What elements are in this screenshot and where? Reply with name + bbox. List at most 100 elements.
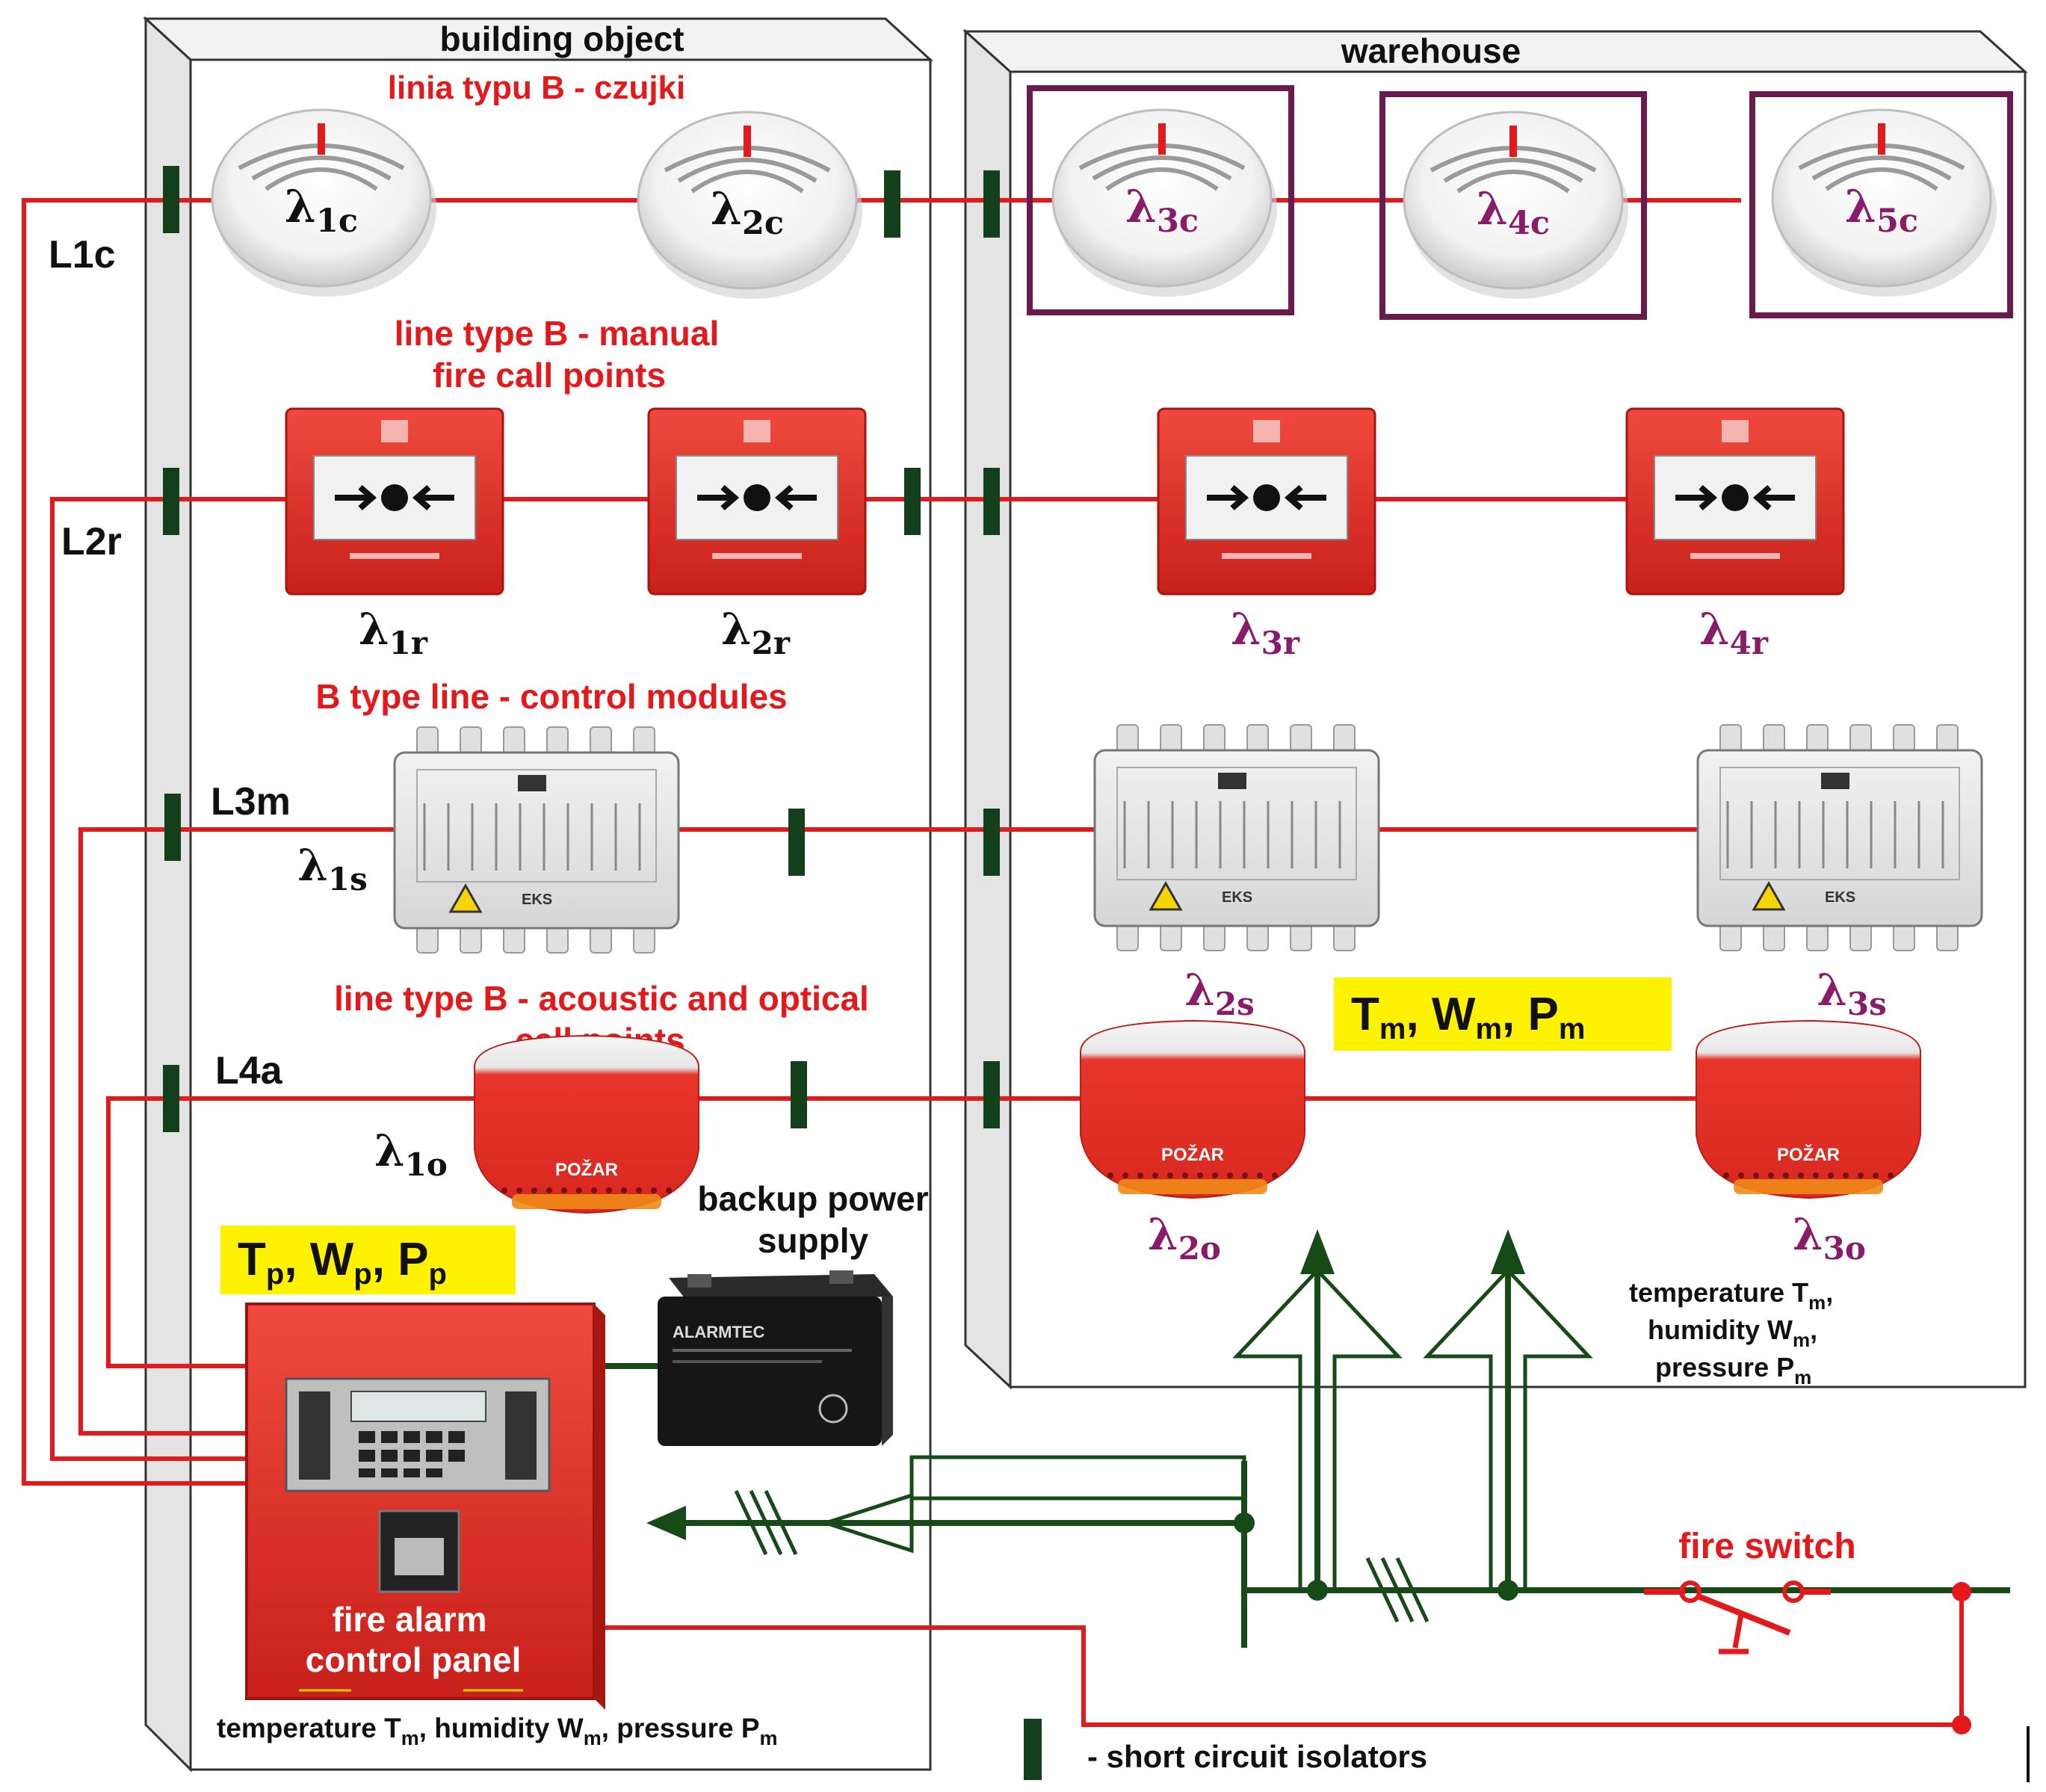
sounder-label-1: λ1o — [374, 1125, 448, 1183]
pn-p: P — [398, 1234, 428, 1285]
pn-ps: p — [429, 1258, 447, 1291]
panel-params-badge: Tp, Wp, Pp — [220, 1226, 516, 1294]
manual-point-label-3: λ3r — [1231, 604, 1300, 661]
isolator — [163, 166, 179, 233]
pn-t: T — [238, 1234, 266, 1285]
module-brand: EKS — [522, 892, 552, 908]
warehouse-params-badge: Tm, Wm, Pm — [1334, 977, 1672, 1051]
sounder-3: POŽAR λ3o — [1696, 1019, 1921, 1267]
manual-point-label-2: λ2r — [721, 604, 791, 661]
svg-text:pressure Pm: pressure Pm — [1655, 1352, 1811, 1388]
detector-frame — [1379, 91, 1647, 320]
wh-ts: m — [1379, 1013, 1406, 1045]
building-env: temperature Tm, humidity Wm, pressure Pm — [217, 1713, 778, 1749]
wh-ps: m — [1559, 1013, 1586, 1045]
isolator — [983, 468, 1000, 535]
pn-ts: p — [266, 1258, 284, 1291]
svg-text:temperature Tm,: temperature Tm, — [1629, 1277, 1833, 1314]
manual-point-label-1: λ1r — [359, 604, 428, 661]
warehouse-env: temperature Tm, humidity Wm, pressure Pm — [1629, 1277, 1833, 1388]
caption-detectors: linia typu B - czujki — [388, 69, 686, 106]
isolator — [163, 468, 179, 535]
control-module-3: EKS λ3s — [1696, 724, 1983, 1022]
caption-modules: B type line - control modules — [315, 677, 787, 716]
module-label-2: λ2s — [1184, 965, 1255, 1022]
line-label-l4: L4a — [215, 1049, 283, 1093]
smoke-detector-2: λ2c — [637, 111, 862, 299]
isolator — [163, 1065, 179, 1132]
isolator — [788, 809, 805, 876]
detector-frame — [1027, 85, 1294, 315]
pn-w: W — [310, 1234, 354, 1285]
caption-manual-2: fire call points — [433, 356, 666, 395]
svg-text:Tp, Wp, Pp: Tp, Wp, Pp — [238, 1234, 447, 1291]
legend-text: - short circuit isolators — [1087, 1739, 1427, 1774]
smoke-detector-5: λ5c — [1771, 108, 1997, 297]
isolator — [983, 1061, 1000, 1128]
line-label-l2: L2r — [61, 520, 122, 563]
wh-w: W — [1432, 989, 1476, 1040]
fire-switch-label: fire switch — [1678, 1527, 1855, 1566]
detector-frame — [1749, 91, 2013, 318]
wh-t: T — [1351, 989, 1379, 1040]
fire-switch: fire switch — [1644, 1527, 1971, 1734]
isolator — [884, 170, 900, 238]
isolator — [983, 809, 1000, 876]
building-title: building object — [439, 19, 684, 58]
legend: - short circuit isolators — [1024, 1719, 2030, 1782]
detector-label-2: λ2c — [711, 183, 784, 242]
control-module-1: EKS λ1s — [297, 726, 680, 954]
sounder-label-2: λ2o — [1148, 1209, 1221, 1267]
backup-label-1: backup power — [697, 1179, 928, 1218]
warehouse-detector-frames — [1027, 85, 2013, 320]
sounder-1: POŽAR λ1o — [374, 1034, 699, 1214]
smoke-detector-1: λ1c — [211, 108, 436, 297]
detector-label-1: λ1c — [285, 181, 358, 240]
wh-ws: m — [1475, 1013, 1502, 1045]
manual-point-label-4: λ4r — [1699, 604, 1769, 661]
power-distribution — [646, 1229, 2010, 1648]
caption-acoustic-1: line type B - acoustic and optical — [334, 979, 869, 1018]
smoke-detector-4: λ4c — [1403, 111, 1628, 299]
short-circuit-isolators — [163, 166, 1000, 1132]
battery-brand: ALARMTEC — [673, 1323, 765, 1341]
wh-p: P — [1527, 989, 1558, 1040]
isolator — [983, 170, 1000, 238]
manual-call-point-1: λ1r — [285, 407, 504, 661]
warehouse-title: warehouse — [1341, 31, 1521, 70]
isolator — [904, 468, 921, 535]
fire-alarm-control-panel: fire alarm control panel — [245, 1303, 605, 1710]
sounder-text: POŽAR — [555, 1159, 618, 1180]
legend-isolator-swatch — [1024, 1719, 1042, 1780]
isolator — [791, 1061, 807, 1128]
manual-call-point-3: λ3r — [1157, 407, 1376, 661]
isolator — [164, 794, 181, 861]
sounder-2: POŽAR λ2o — [1080, 1019, 1305, 1267]
manual-call-point-4: λ4r — [1625, 407, 1845, 661]
detector-label-5: λ5c — [1845, 181, 1918, 240]
module-label-1: λ1s — [297, 840, 368, 897]
detector-label-4: λ4c — [1477, 183, 1550, 242]
detector-label-3: λ3c — [1125, 181, 1199, 240]
detectors-row — [1027, 85, 2013, 320]
module-brand: EKS — [1825, 889, 1855, 906]
manual-call-point-2: λ2r — [647, 407, 867, 661]
detectors: λ1c λ2c λ3c λ4c λ5c — [211, 108, 1997, 299]
sounder-text: POŽAR — [1777, 1144, 1840, 1165]
line-label-l3: L3m — [211, 780, 291, 824]
svg-text:Tm, Wm, Pm: Tm, Wm, Pm — [1351, 989, 1585, 1045]
panel-label-1: fire alarm — [332, 1600, 486, 1639]
module-brand: EKS — [1222, 889, 1252, 906]
smoke-detector-3: λ3c — [1051, 108, 1277, 297]
control-module-2: EKS λ2s — [1093, 724, 1380, 1022]
sounder-text: POŽAR — [1161, 1144, 1224, 1165]
backup-label-2: supply — [758, 1221, 869, 1260]
pn-ws: p — [353, 1258, 371, 1291]
module-label-3: λ3s — [1817, 965, 1887, 1022]
panel-label-2: control panel — [306, 1640, 522, 1679]
manual-call-points: λ1r λ2r λ3r λ4r — [285, 407, 1845, 661]
sounder-label-3: λ3o — [1793, 1209, 1866, 1267]
